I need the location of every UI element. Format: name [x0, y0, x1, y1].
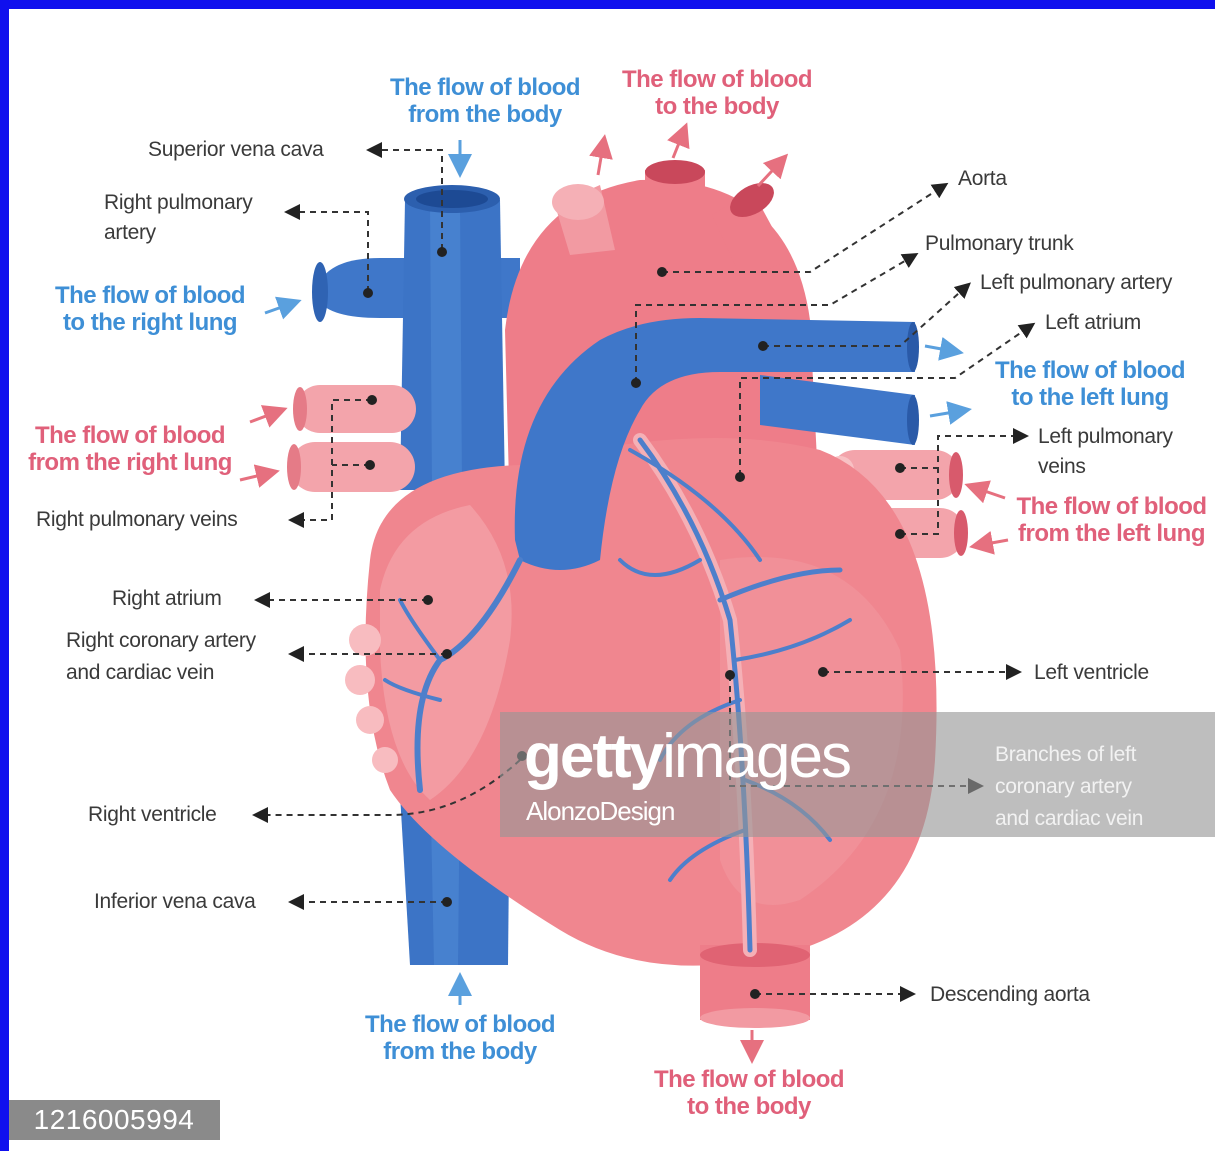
- watermark-logo-bold: getty: [524, 722, 662, 791]
- image-id-badge: 1216005994: [8, 1100, 220, 1140]
- label-descending-aorta: Descending aorta: [930, 980, 1090, 1010]
- label-right-pulmonary-artery: Right pulmonary artery: [104, 188, 252, 248]
- label-right-atrium: Right atrium: [112, 584, 222, 614]
- label-branches-left-coronary: Branches of left coronary artery and car…: [995, 739, 1143, 835]
- right-pulmonary-veins-vessel: [287, 385, 416, 492]
- watermark-logo-light: images: [662, 722, 850, 791]
- label-pulmonary-trunk: Pulmonary trunk: [925, 229, 1073, 259]
- flow-from-left-lung-label: The flow of blood from the left lung: [1008, 493, 1215, 547]
- label-left-atrium: Left atrium: [1045, 308, 1141, 338]
- label-right-coronary-artery: Right coronary artery and cardiac vein: [66, 625, 256, 689]
- label-left-pulmonary-veins: Left pulmonary veins: [1038, 422, 1173, 482]
- flow-to-body-top-label: The flow of blood to the body: [612, 66, 822, 120]
- descending-aorta-vessel: [700, 943, 810, 1028]
- flow-from-right-lung-label: The flow of blood from the right lung: [20, 422, 240, 476]
- label-right-pulmonary-veins: Right pulmonary veins: [36, 505, 237, 535]
- label-inferior-vena-cava: Inferior vena cava: [94, 887, 256, 917]
- flow-to-right-lung-label: The flow of blood to the right lung: [40, 282, 260, 336]
- flow-from-body-bottom-label: The flow of blood from the body: [355, 1011, 565, 1065]
- label-right-ventricle: Right ventricle: [88, 800, 217, 830]
- flow-from-body-top-label: The flow of blood from the body: [380, 74, 590, 128]
- flow-to-body-bottom-label: The flow of blood to the body: [644, 1066, 854, 1120]
- label-superior-vena-cava: Superior vena cava: [148, 135, 324, 165]
- flow-to-left-lung-label: The flow of blood to the left lung: [980, 357, 1200, 411]
- label-aorta: Aorta: [958, 164, 1007, 194]
- watermark-logo: gettyimages: [524, 722, 850, 792]
- watermark-credit: AlonzoDesign: [526, 796, 674, 827]
- label-left-ventricle: Left ventricle: [1034, 658, 1149, 688]
- label-left-pulmonary-artery: Left pulmonary artery: [980, 268, 1172, 298]
